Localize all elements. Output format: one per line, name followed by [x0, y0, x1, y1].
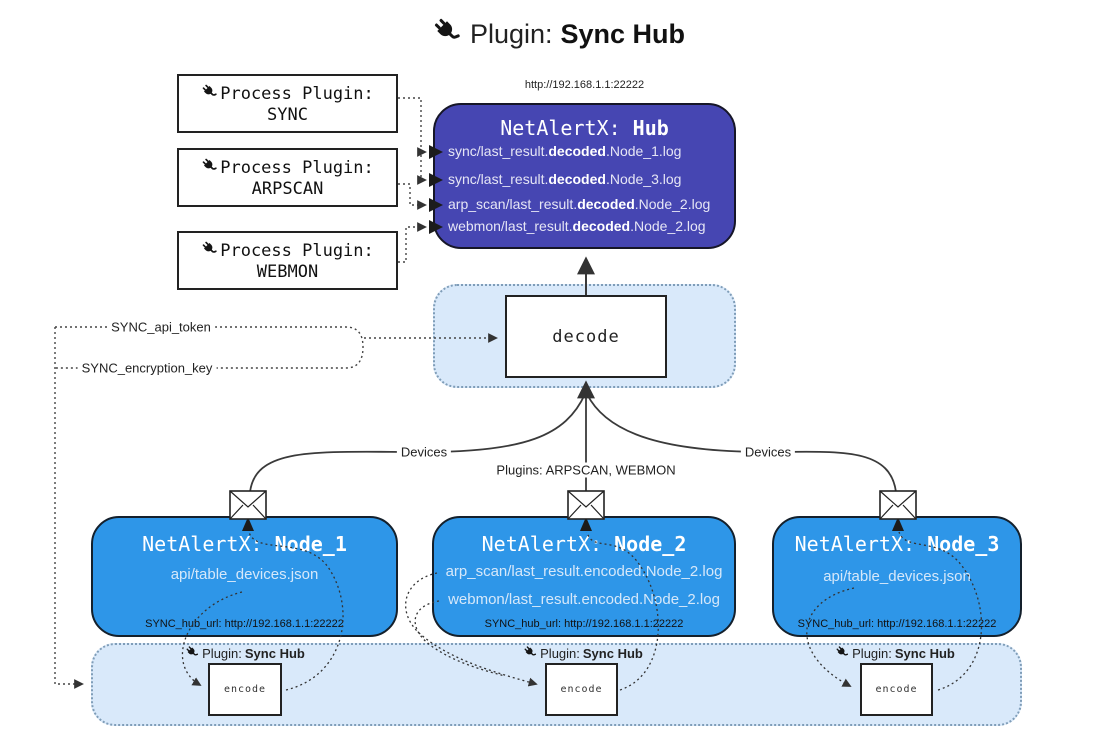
hub-file-row: sync/last_result.decoded.Node_1.log — [448, 143, 682, 159]
plug-icon — [185, 645, 199, 662]
process-plugin-label: Process Plugin: — [220, 240, 374, 261]
node-file: api/table_devices.json — [823, 568, 971, 585]
band-plugin-label: Plugin:Sync Hub — [185, 645, 305, 662]
process-plugin-box-webmon: Process Plugin: WEBMON — [177, 231, 398, 290]
node-box-node-3: NetAlertX: Node_3 api/table_devices.json… — [772, 516, 1022, 637]
envelope-icon — [879, 490, 917, 520]
node-file: arp_scan/last_result.encoded.Node_2.log — [445, 563, 723, 580]
hub-title-prefix: NetAlertX: — [500, 116, 621, 140]
envelope-icon — [229, 490, 267, 520]
plug-icon — [201, 83, 218, 105]
config-key-encryption-key: SYNC_encryption_key — [77, 360, 217, 376]
envelope-icon — [567, 490, 605, 520]
hub-file-row: sync/last_result.decoded.Node_3.log — [448, 171, 682, 187]
edge-label-devices-left: Devices — [396, 444, 452, 460]
process-plugin-label: Process Plugin: — [220, 83, 374, 104]
node-title: NetAlertX: Node_1 — [142, 532, 347, 556]
node-title: NetAlertX: Node_3 — [794, 532, 1000, 556]
edge-label-devices-right: Devices — [740, 444, 796, 460]
process-plugin-box-sync: Process Plugin: SYNC — [177, 74, 398, 133]
hub-file-row: arp_scan/last_result.decoded.Node_2.log — [448, 196, 711, 212]
page-title: Plugin: Sync Hub — [0, 16, 1117, 53]
node-title: NetAlertX: Node_2 — [481, 532, 687, 556]
hub-title: NetAlertX: Hub — [435, 116, 734, 140]
encode-box: encode — [545, 663, 618, 716]
title-label: Plugin: — [469, 19, 553, 49]
plug-icon — [201, 157, 218, 179]
node-file: webmon/last_result.encoded.Node_2.log — [448, 591, 720, 608]
node-box-node-1: NetAlertX: Node_1 api/table_devices.json… — [91, 516, 398, 637]
hub-url: http://192.168.1.1:22222 — [524, 79, 645, 91]
process-plugin-name: SYNC — [267, 104, 308, 125]
encode-box: encode — [208, 663, 282, 716]
node-hub-url: SYNC_hub_url: http://192.168.1.1:22222 — [484, 618, 684, 630]
decode-box: decode — [505, 295, 667, 378]
node-file: api/table_devices.json — [170, 566, 319, 583]
band-plugin-label: Plugin:Sync Hub — [835, 645, 955, 662]
hub-box: NetAlertX: Hub sync/last_result.decoded.… — [433, 103, 736, 249]
plug-icon — [201, 240, 218, 262]
node-hub-url: SYNC_hub_url: http://192.168.1.1:22222 — [145, 618, 344, 630]
hub-title-name: Hub — [632, 116, 669, 140]
edge-label-plugins: Plugins: ARPSCAN, WEBMON — [492, 462, 680, 478]
band-plugin-label: Plugin:Sync Hub — [523, 645, 643, 662]
title-name: Sync Hub — [560, 19, 686, 49]
encode-box: encode — [860, 663, 933, 716]
plug-icon — [432, 16, 462, 53]
process-plugin-name: ARPSCAN — [251, 178, 324, 199]
process-plugin-name: WEBMON — [256, 261, 319, 282]
plug-icon — [523, 645, 537, 662]
process-plugin-box-arpscan: Process Plugin: ARPSCAN — [177, 148, 398, 207]
node-hub-url: SYNC_hub_url: http://192.168.1.1:22222 — [797, 618, 997, 630]
hub-file-row: webmon/last_result.decoded.Node_2.log — [448, 218, 706, 234]
node-box-node-2: NetAlertX: Node_2 arp_scan/last_result.e… — [432, 516, 736, 637]
process-plugin-label: Process Plugin: — [220, 157, 374, 178]
config-key-api-token: SYNC_api_token — [107, 319, 215, 335]
plug-icon — [835, 645, 849, 662]
